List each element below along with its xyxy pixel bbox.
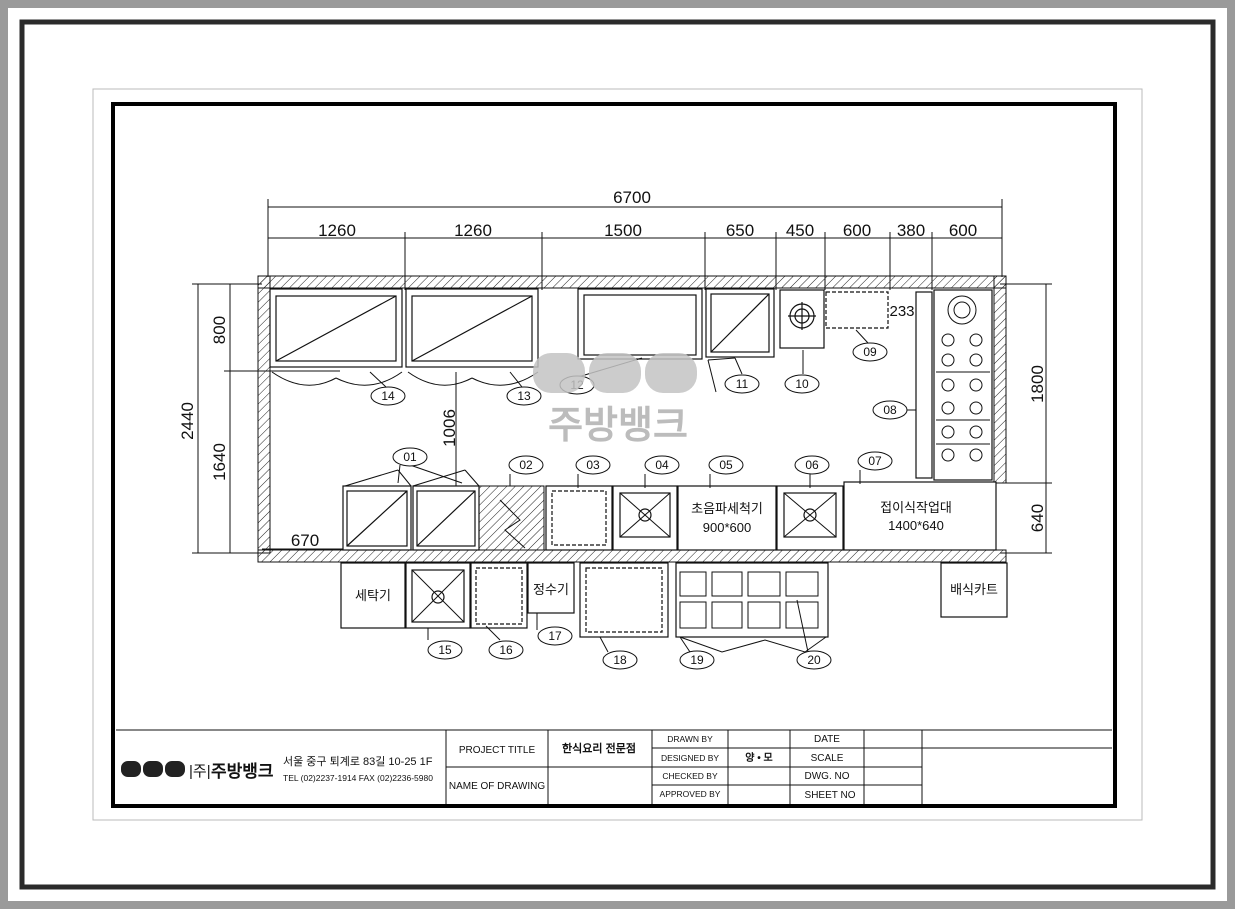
drawing-name-label: NAME OF DRAWING: [449, 781, 546, 792]
watermark-text: 주방뱅크: [548, 403, 688, 447]
callout-06: 06: [794, 455, 830, 475]
scale-label: SCALE: [811, 753, 844, 764]
callout-03: 03: [575, 455, 611, 475]
water-purifier-label: 정수기: [533, 582, 569, 597]
callout-03-label: 03: [586, 458, 600, 472]
callout-07-label: 07: [868, 454, 882, 468]
callout-04: 04: [644, 455, 680, 475]
callout-06-label: 06: [805, 458, 819, 472]
designer-value: 양 • 모: [745, 752, 772, 764]
callout-19: 19: [679, 650, 715, 670]
callout-18: 18: [602, 650, 638, 670]
company-bracket: |주|: [189, 763, 211, 780]
callout-05: 05: [708, 455, 744, 475]
top-dimensions: [267, 199, 1003, 290]
dim-seg-3: 1500: [604, 221, 642, 240]
company-address: 서울 중구 퇴계로 83길 10-25 1F: [283, 755, 433, 768]
dim-seg-8: 600: [949, 221, 977, 240]
callout-11: 11: [724, 374, 760, 394]
callout-04-label: 04: [655, 458, 669, 472]
callout-14-label: 14: [381, 389, 395, 403]
dim-seg-2: 1260: [454, 221, 492, 240]
callout-20: 20: [796, 650, 832, 670]
callout-16-label: 16: [499, 643, 513, 657]
drawing-border: [111, 102, 1117, 808]
left-dimensions: [192, 283, 457, 554]
middle-equipment: [342, 481, 997, 551]
dim-seg-5: 450: [786, 221, 814, 240]
approved-by-label: APPROVED BY: [660, 789, 721, 799]
callout-17-label: 17: [548, 629, 562, 643]
callout-09-label: 09: [863, 345, 877, 359]
checked-by-label: CHECKED BY: [662, 771, 718, 781]
dim-seg-1: 1260: [318, 221, 356, 240]
middle-lines: [344, 469, 837, 549]
range-burners: [936, 295, 990, 462]
title-block-grid: [116, 729, 1112, 804]
callout-13: 13: [506, 386, 542, 406]
callout-02: 02: [508, 455, 544, 475]
ultrasonic-washer-size: 900*600: [703, 520, 751, 535]
dim-inner: 1006: [440, 409, 459, 447]
callout-13-label: 13: [517, 389, 531, 403]
callout-11-label: 11: [736, 377, 749, 391]
dwg-no-label: DWG. NO: [805, 771, 850, 782]
dim-right-upper: 1800: [1028, 365, 1047, 403]
callout-17: 17: [537, 626, 573, 646]
dim-seg-6: 600: [843, 221, 871, 240]
callout-02-label: 02: [519, 458, 533, 472]
serving-cart-label: 배식카트: [950, 582, 998, 597]
dim-left-lower: 1640: [210, 443, 229, 481]
top-equipment: [269, 288, 993, 481]
callout-15: 15: [427, 640, 463, 660]
callout-18-label: 18: [613, 653, 627, 667]
callout-01: 01: [392, 447, 428, 467]
callout-20-label: 20: [807, 653, 821, 667]
callout-05-label: 05: [719, 458, 733, 472]
dim-seg-7: 380: [897, 221, 925, 240]
callout-19-label: 19: [690, 653, 704, 667]
callout-01-label: 01: [403, 450, 417, 464]
dim-233: 233: [889, 303, 914, 320]
date-label: DATE: [814, 734, 840, 745]
project-title-label: PROJECT TITLE: [459, 745, 536, 756]
callout-07: 07: [857, 451, 893, 471]
right-dimensions: [1000, 283, 1052, 554]
callout-14: 14: [370, 386, 406, 406]
company-logo: [121, 761, 185, 777]
door-swings: [271, 357, 736, 393]
dim-left-total: 2440: [178, 402, 197, 440]
callout-09: 09: [852, 342, 888, 362]
callout-10-label: 10: [795, 377, 809, 391]
dim-seg-4: 650: [726, 221, 754, 240]
bottom-lines: [411, 569, 827, 653]
designed-by-label: DESIGNED BY: [661, 753, 719, 763]
drawn-by-label: DRAWN BY: [667, 734, 713, 744]
sheet-no-label: SHEET NO: [805, 790, 856, 801]
dim-right-lower: 640: [1028, 504, 1047, 532]
company-contact: TEL (02)2237-1914 FAX (02)2236-5980: [283, 773, 433, 783]
dish-washer-label: 세탁기: [355, 588, 391, 603]
dim-left-upper: 800: [210, 316, 229, 344]
dim-total: 6700: [613, 188, 651, 207]
callout-10: 10: [784, 374, 820, 394]
callout-15-label: 15: [438, 643, 452, 657]
watermark-logo: [533, 353, 697, 393]
walls: [257, 275, 1007, 563]
folding-table-label: 접이식작업대: [880, 500, 952, 515]
project-title-value: 한식요리 전문점: [562, 741, 636, 755]
company-name: 주방뱅크: [211, 762, 274, 781]
folding-table-size: 1400*640: [888, 518, 944, 533]
callout-08: 08: [872, 400, 908, 420]
ultrasonic-washer-label: 초음파세척기: [691, 501, 763, 516]
callout-16: 16: [488, 640, 524, 660]
callout-08-label: 08: [883, 403, 897, 417]
dim-bottom-left: 670: [291, 531, 319, 550]
